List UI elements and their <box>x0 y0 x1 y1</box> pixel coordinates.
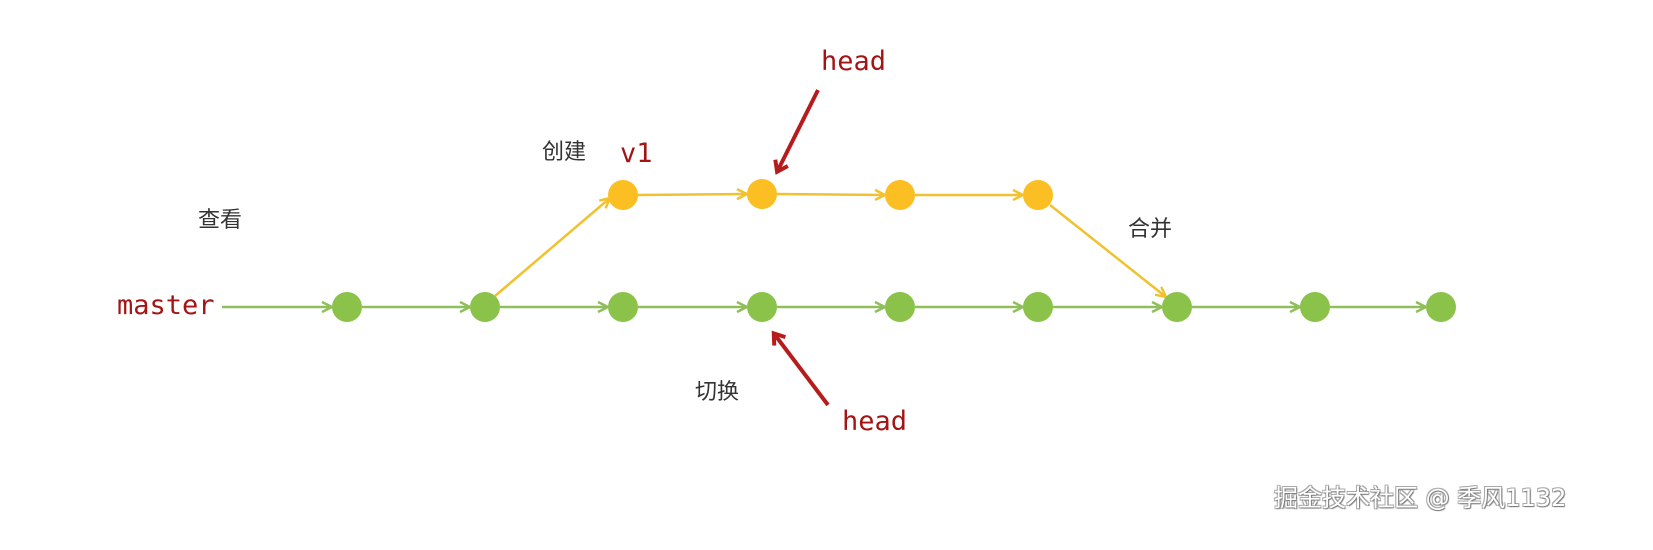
v1-branch-edges <box>494 194 1166 297</box>
head-label-bottom: head <box>842 406 908 437</box>
commit-node <box>747 179 777 209</box>
commit-node <box>332 292 362 322</box>
head-label-top: head <box>821 46 887 77</box>
commit-node <box>885 180 915 210</box>
commit-node <box>747 292 777 322</box>
commit-node <box>1426 292 1456 322</box>
master-commits <box>332 292 1456 322</box>
commit-node <box>470 292 500 322</box>
watermark: 掘金技术社区 @ 季风1132 <box>1274 484 1567 512</box>
merge-label: 合并 <box>1128 217 1173 242</box>
commit-node <box>1300 292 1330 322</box>
view-label: 查看 <box>198 208 243 233</box>
create-label: 创建 <box>542 140 587 165</box>
v1-branch-label: v1 <box>620 138 653 169</box>
commit-node <box>1023 180 1053 210</box>
v1-commits <box>608 179 1053 210</box>
commit-node <box>1162 292 1192 322</box>
head-pointer-top-arrow <box>773 89 820 175</box>
master-branch-label: master <box>117 290 215 321</box>
switch-label: 切换 <box>695 380 740 405</box>
head-pointer-bottom-arrow <box>771 330 830 407</box>
commit-node <box>608 292 638 322</box>
commit-node <box>885 292 915 322</box>
commit-node <box>1023 292 1053 322</box>
commit-node <box>608 180 638 210</box>
